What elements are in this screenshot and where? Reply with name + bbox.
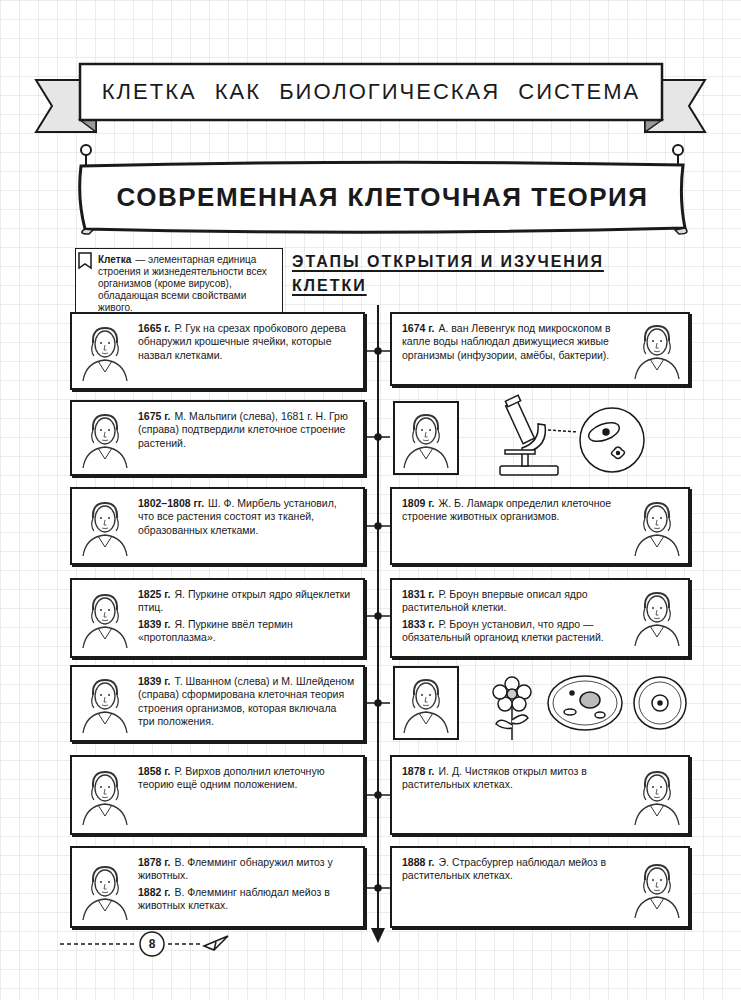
definition-box: Клетка— элементарная единица строения и … <box>75 248 283 323</box>
year-text: Клетка <box>98 254 131 265</box>
timeline-box: 1878 г.В. Флемминг обнаружил митоз у жив… <box>70 846 365 928</box>
entry: 1675 г.М. Мальпиги (слева), 1681 г. Н. Г… <box>138 410 355 450</box>
year-text: 1665 г. <box>138 322 171 334</box>
entry: 1825 г.Я. Пуркине открыл ядро яйцеклетки… <box>138 588 355 615</box>
year-text: 1831 г. <box>402 588 435 600</box>
timeline-box: 1809 г.Ж. Б. Ламарк определил клеточное … <box>390 487 690 565</box>
entry: 1878 г.В. Флемминг обнаружил митоз у жив… <box>138 856 355 883</box>
entry: 1665 г.Р. Гук на срезах пробкового дерев… <box>138 322 355 362</box>
page-number-circle <box>140 932 164 956</box>
timeline-box: 1675 г.М. Мальпиги (слева), 1681 г. Н. Г… <box>70 400 365 476</box>
year-text: 1878 г. <box>402 765 435 777</box>
timeline-arrow <box>371 305 385 943</box>
entry: 1839 г.Я. Пуркине ввёл термин «протоплаз… <box>138 618 355 645</box>
timeline-box: 1858 г.Р. Вирхов дополнил клеточную теор… <box>70 755 365 835</box>
entry: Клетка— элементарная единица строения и … <box>98 254 276 314</box>
year-text: 1809 г. <box>402 497 435 509</box>
page-number: 8 <box>139 931 165 957</box>
sign-text: СОВРЕМЕННАЯ КЛЕТОЧНАЯ ТЕОРИЯ <box>87 182 678 213</box>
ribbon-banner <box>36 64 705 132</box>
section-heading: ЭТАПЫ ОТКРЫТИЯ И ИЗУЧЕНИЯ КЛЕТКИ <box>292 250 682 298</box>
timeline-box: 1802–1808 гг.Ш. Ф. Мирбель установил, чт… <box>70 487 365 565</box>
title-text: КЛЕТКА КАК БИОЛОГИЧЕСКАЯ СИСТЕМА <box>82 72 660 112</box>
portrait <box>83 326 679 920</box>
year-text: 1858 г. <box>138 765 171 777</box>
timeline-box: 1674 г.А. ван Левенгук под микроскопом в… <box>390 312 690 386</box>
node-text: 8 <box>149 937 156 951</box>
year-text: 1882 г. <box>138 886 171 898</box>
illustration-cells <box>394 667 686 740</box>
timeline-box: 1888 г.Э. Страсбургер наблюдал мейоз в р… <box>390 846 690 928</box>
entry: 1888 г.Э. Страсбургер наблюдал мейоз в р… <box>402 856 622 883</box>
timeline-box: 1831 г.Р. Броун впервые описал ядро раст… <box>390 578 690 658</box>
year-text: 1878 г. <box>138 856 171 868</box>
page-footer-line <box>60 936 228 950</box>
entry: 1858 г.Р. Вирхов дополнил клеточную теор… <box>138 765 355 792</box>
entry: 1831 г.Р. Броун впервые описал ядро раст… <box>402 588 622 615</box>
timeline-box: 1825 г.Я. Пуркине открыл ядро яйцеклетки… <box>70 578 365 658</box>
entry: 1802–1808 гг.Ш. Ф. Мирбель установил, чт… <box>138 497 355 537</box>
year-text: 1802–1808 гг. <box>138 497 204 509</box>
title-sign: СОВРЕМЕННАЯ КЛЕТОЧНАЯ ТЕОРИЯ <box>75 158 690 236</box>
pin <box>81 145 683 166</box>
entry: 1878 г.И. Д. Чистяков открыл митоз в рас… <box>402 765 622 792</box>
entry: 1833 г.Р. Броун установил, что ядро — об… <box>402 618 622 645</box>
year-text: 1825 г. <box>138 588 171 600</box>
year-text: 1674 г. <box>402 322 435 334</box>
timeline-box: 1665 г.Р. Гук на срезах пробкового дерев… <box>70 312 365 390</box>
year-text: 1839 г. <box>138 675 171 687</box>
entry: 1839 г.Т. Шванном (слева) и М. Шлейденом… <box>138 675 355 729</box>
note-icon <box>79 253 91 268</box>
timeline-tick <box>365 348 390 891</box>
timeline-box: 1878 г.И. Д. Чистяков открыл митоз в рас… <box>390 755 690 835</box>
sign-outline <box>80 162 685 232</box>
timeline-box: 1839 г.Т. Шванном (слева) и М. Шлейденом… <box>70 665 365 742</box>
entry: 1809 г.Ж. Б. Ламарк определил клеточное … <box>402 497 622 524</box>
entry: 1674 г.А. ван Левенгук под микроскопом в… <box>402 322 622 362</box>
entry: 1882 г.В. Флемминг наблюдал мейоз в живо… <box>138 886 355 913</box>
year-text: 1675 г. <box>138 410 171 422</box>
year-text: 1839 г. <box>138 618 171 630</box>
illustration-microscope <box>394 395 644 475</box>
year-text: 1888 г. <box>402 856 435 868</box>
sign-curl <box>82 228 687 234</box>
year-text: 1833 г. <box>402 618 435 630</box>
